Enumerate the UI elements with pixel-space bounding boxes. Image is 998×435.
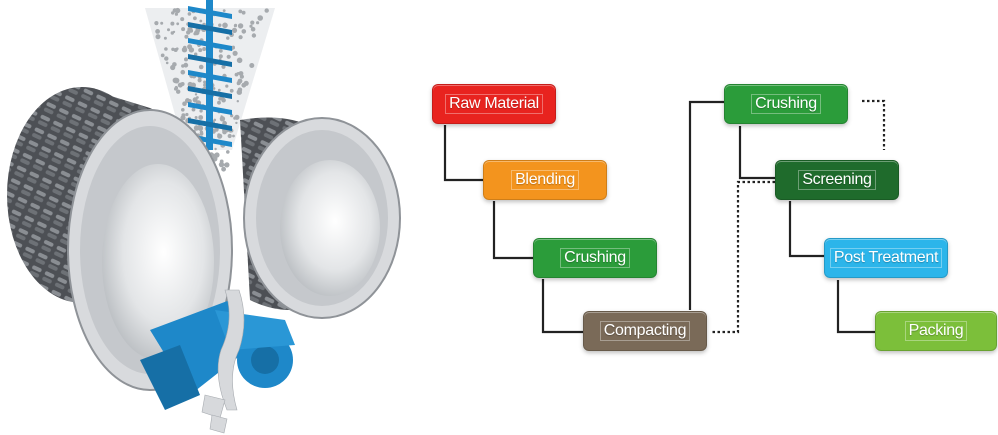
step-raw-material: Raw Material [432,84,556,124]
step-label: Blending [511,170,579,190]
step-compacting: Compacting [583,311,707,351]
connector-return-to-crushing [862,99,886,150]
step-post-treatment: Post Treatment [824,238,948,278]
connector-raw-to-blending [443,125,483,182]
step-label: Packing [904,321,968,341]
connector-post-treatment-to-packing [836,280,875,334]
step-crushing: Crushing [533,238,657,278]
step-screening: Screening [775,160,899,200]
connector-blending-to-crushing [492,201,533,260]
step-label: Compacting [599,321,691,341]
step-label: Crushing [560,248,630,268]
connector-compacting-to-crushing [688,100,724,310]
connector-crushing-to-compacting [541,279,583,334]
step-blending: Blending [483,160,607,200]
roller-compactor-illustration [7,0,401,434]
connector-return-to-compacting [712,180,775,334]
screw-feeder [188,0,232,150]
step-label: Screening [798,170,876,190]
left-roller [7,87,233,391]
compacted-flakes [201,289,245,434]
step-label: Post Treatment [829,248,943,268]
connector-screening-to-post-treatment [788,201,824,258]
step-packing: Packing [875,311,997,351]
connector-crushing-to-screening [738,126,775,180]
step-label: Raw Material [445,94,543,114]
step-crushing-secondary: Crushing [724,84,848,124]
right-roller [240,117,401,319]
step-label: Crushing [751,94,821,114]
